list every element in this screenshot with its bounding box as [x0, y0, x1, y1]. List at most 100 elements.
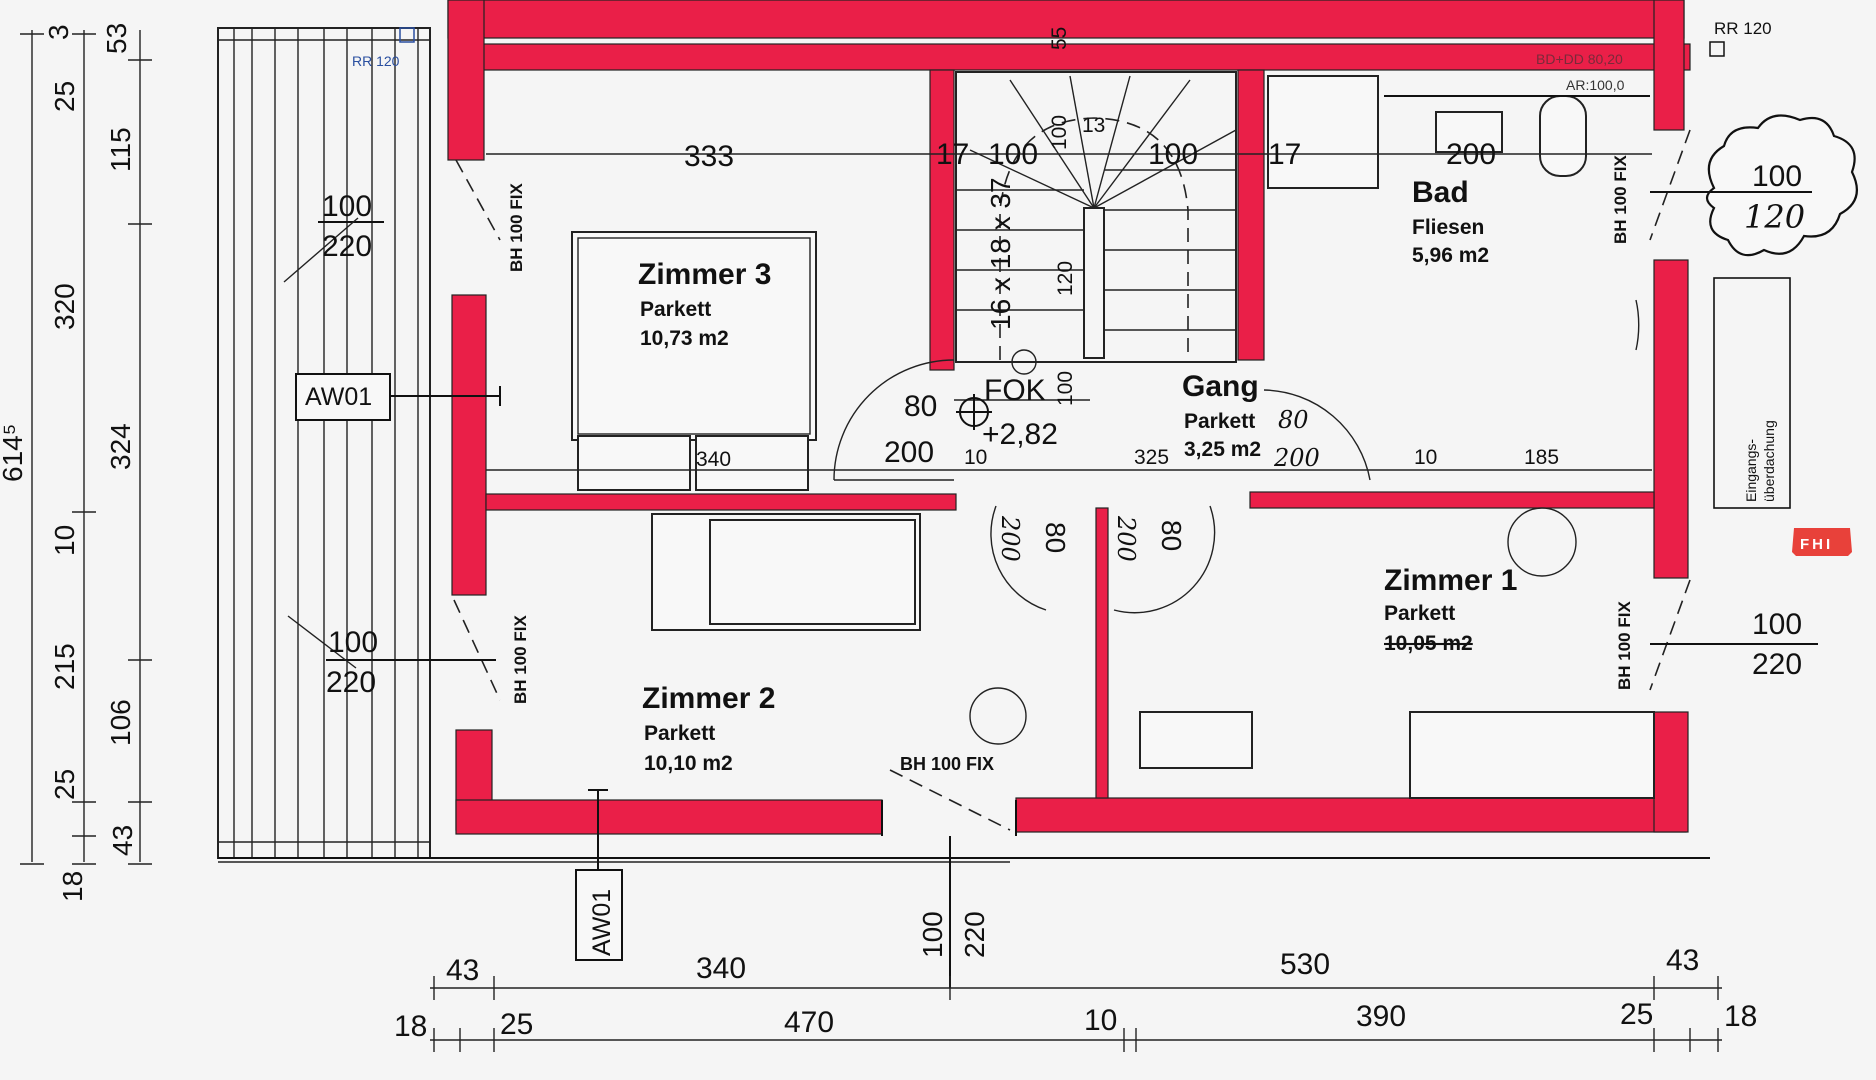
aw01-left-text: AW01 — [305, 383, 372, 411]
zimmer3-area: 10,73 m2 — [640, 327, 729, 350]
window-top-left-height: 220 — [322, 230, 372, 263]
fhi-logo-text: FHI — [1800, 536, 1833, 553]
window-left-lower — [287, 615, 496, 669]
bottom-dim-2-25b: 25 — [1620, 998, 1653, 1031]
balcony-area — [217, 27, 1710, 863]
zimmer2-area: 10,10 m2 — [644, 752, 733, 775]
left-dim-2-324: 324 — [105, 423, 136, 470]
window-top-left — [283, 217, 384, 283]
dim-325: 325 — [1134, 446, 1169, 469]
dim-100a: 100 — [988, 138, 1038, 171]
rr120-right-marker — [1709, 41, 1725, 57]
door-zimmer3-height: 200 — [884, 436, 934, 469]
window-top-left-width: 100 — [322, 190, 372, 223]
bh-fix-bad: BH 100 FIX — [1611, 155, 1630, 244]
stair-steps: 13 — [1082, 114, 1105, 137]
door-zimmer3-width: 80 — [904, 390, 937, 423]
bad-floor: Fliesen — [1412, 216, 1484, 239]
dim-200: 200 — [1446, 138, 1496, 171]
left-dim-1-18: 18 — [57, 871, 88, 902]
window-right-lower-height: 220 — [1752, 648, 1802, 681]
staircase — [955, 71, 1237, 375]
rr120-right: RR 120 — [1714, 19, 1772, 38]
door-zimmer1-height-hand: 200 — [1112, 515, 1140, 562]
dim-100b: 100 — [1048, 115, 1071, 150]
bh-fix-zimmer3: BH 100 FIX — [507, 183, 526, 272]
zimmer2-floor: Parkett — [644, 722, 715, 745]
dim-185: 185 — [1524, 446, 1559, 469]
dim-340: 340 — [696, 448, 731, 471]
aw01-tag-bottom — [575, 789, 623, 961]
door-zimmer2-width: 80 — [1040, 522, 1071, 553]
dim-100c: 100 — [1148, 138, 1198, 171]
left-dim-2-115: 115 — [105, 127, 136, 172]
zimmer1-area: 10,05 m2 — [1384, 632, 1473, 655]
fok-marker — [956, 394, 992, 430]
left-dim-2-3: 3 — [43, 24, 74, 40]
window-bottom-width: 100 — [917, 911, 948, 958]
window-bottom-height: 220 — [959, 911, 990, 958]
bottom-dim-2-10: 10 — [1084, 1004, 1117, 1037]
left-dim-1-215: 215 — [49, 643, 80, 690]
gang-area: 3,25 m2 — [1184, 438, 1261, 461]
window-right-lower-width: 100 — [1752, 608, 1802, 641]
dim-10a: 10 — [964, 446, 987, 469]
bottom-dim-2-18a: 18 — [394, 1010, 427, 1043]
dim-100d: 100 — [1054, 371, 1077, 406]
window-bad-cloud — [1650, 114, 1858, 257]
left-dim-2-106: 106 — [105, 699, 136, 746]
left-dim-1-25b: 25 — [49, 769, 80, 800]
walls — [447, 0, 1691, 835]
bottom-dim-1-43a: 43 — [446, 954, 479, 987]
zimmer3-name: Zimmer 3 — [638, 258, 771, 291]
gang-name: Gang — [1182, 370, 1259, 403]
zimmer2-name: Zimmer 2 — [642, 682, 775, 715]
left-dim-1-10: 10 — [49, 525, 80, 556]
window-left-lower-height: 220 — [326, 666, 376, 699]
aw01-tag-left — [295, 373, 501, 421]
gang-hand-200: 200 — [1273, 444, 1320, 472]
gang-floor: Parkett — [1184, 410, 1255, 433]
left-dimension-lines — [20, 30, 152, 865]
window-bad-height: 120 — [1744, 198, 1805, 236]
bad-area: 5,96 m2 — [1412, 244, 1489, 267]
bottom-dim-2-470: 470 — [784, 1006, 834, 1039]
door-zimmer2-height-hand: 200 — [996, 515, 1024, 562]
bottom-dim-1-340: 340 — [696, 952, 746, 985]
left-dim-1-320: 320 — [49, 283, 80, 330]
bottom-dim-2-18b: 18 — [1724, 1000, 1757, 1033]
rr120-left-marker — [399, 27, 415, 43]
window-bad-width: 100 — [1752, 160, 1802, 193]
left-dim-2-53: 53 — [101, 23, 132, 54]
zimmer1-floor: Parkett — [1384, 602, 1455, 625]
interior-dimension-lines — [486, 153, 1652, 471]
fhi-logo — [1792, 528, 1852, 556]
zimmer1-name: Zimmer 1 — [1384, 564, 1517, 597]
bad-name: Bad — [1412, 176, 1469, 209]
eingang-label-1: Eingangs- — [1743, 439, 1759, 502]
window-left-lower-width: 100 — [328, 626, 378, 659]
gang-hand-80: 80 — [1278, 406, 1309, 434]
stair-spec: 16 x 18 x 37 — [985, 177, 1016, 330]
eingang-box — [1713, 277, 1791, 509]
door-zimmer1-width: 80 — [1156, 520, 1187, 551]
bd-dd-label: BD+DD 80,20 — [1536, 51, 1623, 67]
dim-17b: 17 — [1268, 138, 1301, 171]
aw01-bottom-text: AW01 — [588, 889, 616, 956]
dim-17a: 17 — [936, 138, 969, 171]
left-dim-2-43: 43 — [107, 825, 138, 856]
dim-d55: 55 — [1048, 27, 1071, 50]
bottom-dim-1-43b: 43 — [1666, 944, 1699, 977]
bottom-dim-2-25a: 25 — [500, 1008, 533, 1041]
bh-fix-zimmer2: BH 100 FIX — [511, 615, 530, 704]
eingang-label-2: überdachung — [1761, 420, 1777, 502]
bottom-dimension-lines — [430, 976, 1722, 1052]
bottom-dim-2-390: 390 — [1356, 1000, 1406, 1033]
fok-label: FOK — [984, 374, 1046, 407]
bh-fix-zimmer1: BH 100 FIX — [1615, 601, 1634, 690]
bottom-dim-1-530: 530 — [1280, 948, 1330, 981]
furniture — [571, 75, 1655, 799]
left-dim-1-25: 25 — [49, 81, 80, 112]
bh-fix-bottom: BH 100 FIX — [900, 754, 994, 774]
